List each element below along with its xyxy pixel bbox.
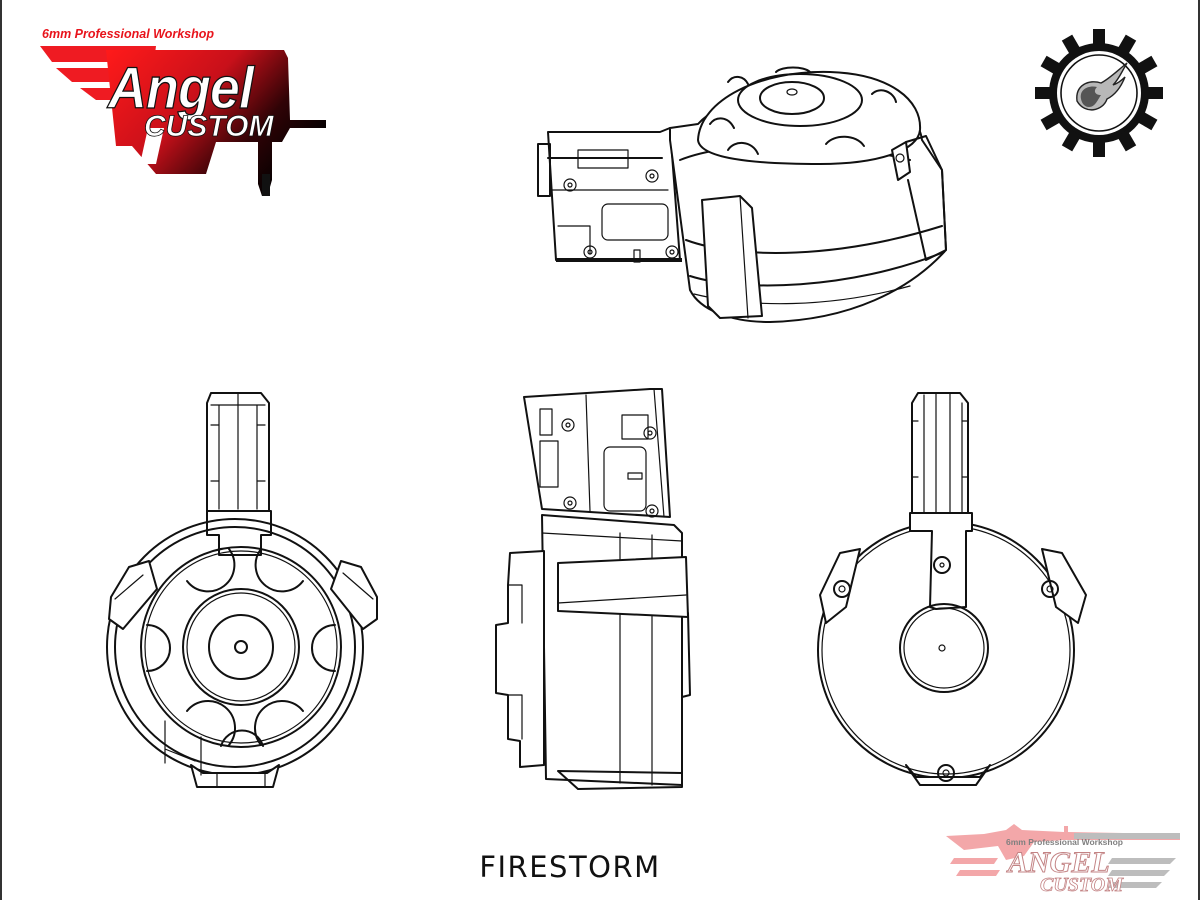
drum-mag-isometric-drawing	[530, 40, 950, 340]
logo-tagline: 6mm Professional Workshop	[42, 27, 214, 41]
angel-custom-watermark: 6mm Professional Workshop ANGEL CUSTOM	[944, 816, 1184, 896]
drum-mag-side-drawing	[478, 385, 708, 795]
watermark-rifle-logo-graphic: 6mm Professional Workshop ANGEL CUSTOM	[946, 824, 1180, 896]
angel-custom-logo-graphic: 6mm Professional Workshop Angel CUSTOM	[40, 27, 326, 196]
watermark-tagline: 6mm Professional Workshop	[1006, 837, 1123, 847]
drum-mag-front-drawing	[95, 385, 385, 795]
watermark-brand-angel: ANGEL	[1006, 846, 1110, 879]
watermark-brand-custom: CUSTOM	[1040, 874, 1124, 896]
product-name-caption: FIRESTORM	[479, 850, 661, 884]
logo-brand-angel: Angel	[106, 55, 255, 120]
gear-fireball-icon	[1035, 29, 1163, 157]
angel-custom-logo: 6mm Professional Workshop Angel CUSTOM	[36, 24, 336, 204]
drum-mag-rear-drawing	[800, 385, 1090, 795]
gear-fireball-badge	[1034, 28, 1164, 158]
logo-brand-custom: CUSTOM	[144, 110, 274, 143]
